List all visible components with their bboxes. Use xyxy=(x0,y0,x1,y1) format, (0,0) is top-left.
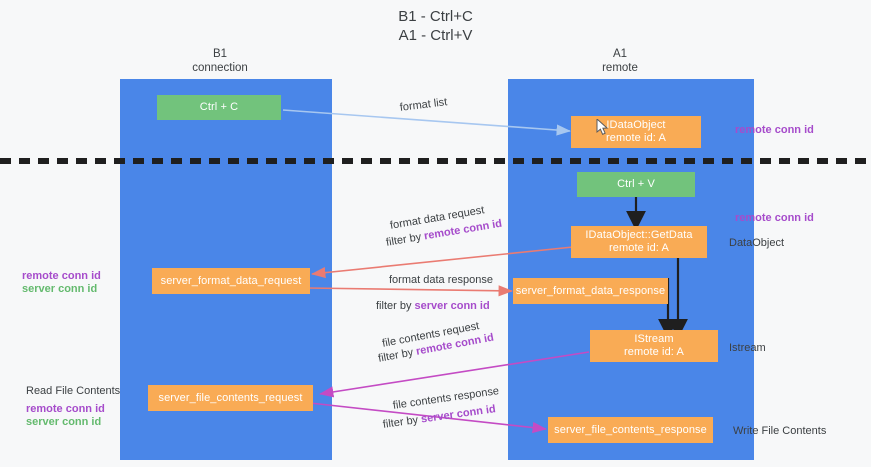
annotation-left-server-conn-id-1: server conn id xyxy=(22,283,98,295)
annotation-left-remote-conn-id-2: remote conn id xyxy=(26,403,105,415)
node-ctrl-v-label: Ctrl + V xyxy=(617,178,655,190)
edge-label-format-data-response-filter: filter by server conn id xyxy=(376,299,490,313)
page-title-line-1: B1 - Ctrl+C xyxy=(398,8,473,25)
node-server-format-data-response[interactable]: server_format_data_response xyxy=(513,278,668,304)
node-getdata-line-1: IDataObject::GetData xyxy=(585,229,693,241)
node-server-file-contents-response[interactable]: server_file_contents_response xyxy=(548,417,713,443)
annotation-left-read-file-contents: Read File Contents xyxy=(26,385,121,397)
annotation-right-remote-conn-id-mid: remote conn id xyxy=(735,212,814,224)
node-ctrl-v[interactable]: Ctrl + V xyxy=(577,172,695,197)
node-ctrl-c[interactable]: Ctrl + C xyxy=(157,95,281,120)
node-idataobject-getdata[interactable]: IDataObject::GetData remote id: A xyxy=(571,226,707,258)
node-istream-line-2: remote id: A xyxy=(624,346,684,358)
edge-label-format-list: format list xyxy=(399,95,448,115)
annotation-right-remote-conn-id-top: remote conn id xyxy=(735,124,814,136)
node-ctrl-c-label: Ctrl + C xyxy=(199,101,239,113)
edge-label-format-data-response-text: format data response xyxy=(389,274,493,286)
lane-header-b1-line-2: connection xyxy=(192,62,248,74)
node-istream-line-1: IStream xyxy=(634,333,674,345)
node-idataobject-line-1: IDataObject xyxy=(606,119,666,131)
node-idataobject[interactable]: IDataObject remote id: A xyxy=(571,116,701,148)
filter-prefix: filter by xyxy=(382,413,422,431)
node-server-format-data-request-label: server_format_data_request xyxy=(160,274,302,287)
lane-header-a1-line-1: A1 xyxy=(612,48,628,60)
node-istream[interactable]: IStream remote id: A xyxy=(590,330,718,362)
node-server-file-contents-request[interactable]: server_file_contents_request xyxy=(148,385,313,411)
node-idataobject-line-2: remote id: A xyxy=(606,132,666,144)
node-server-file-contents-request-label: server_file_contents_request xyxy=(158,391,303,404)
annotation-left-server-conn-id-2: server conn id xyxy=(26,416,102,428)
page-title-line-2: A1 - Ctrl+V xyxy=(398,27,473,44)
annotation-right-dataobject: DataObject xyxy=(729,237,785,249)
node-getdata-line-2: remote id: A xyxy=(609,242,669,254)
edge-format-data-response xyxy=(306,285,513,297)
filter-prefix: filter by xyxy=(376,300,415,312)
annotation-left-remote-conn-id-1: remote conn id xyxy=(22,270,101,282)
annotation-right-write-file-contents: Write File Contents xyxy=(733,425,827,437)
filter-prefix: filter by xyxy=(385,230,426,249)
filter-key-server-conn-id: server conn id xyxy=(414,300,490,312)
node-server-format-data-request[interactable]: server_format_data_request xyxy=(152,268,310,294)
lane-header-b1-line-1: B1 xyxy=(212,48,228,60)
node-server-file-contents-response-label: server_file_contents_response xyxy=(554,423,707,436)
lane-header-a1-line-2: remote xyxy=(602,62,638,74)
edge-label-format-data-response: format data response xyxy=(389,273,493,287)
annotation-right-istream: Istream xyxy=(729,342,766,354)
edge-label-format-list-text: format list xyxy=(399,96,448,114)
node-server-format-data-response-label: server_format_data_response xyxy=(515,284,666,297)
